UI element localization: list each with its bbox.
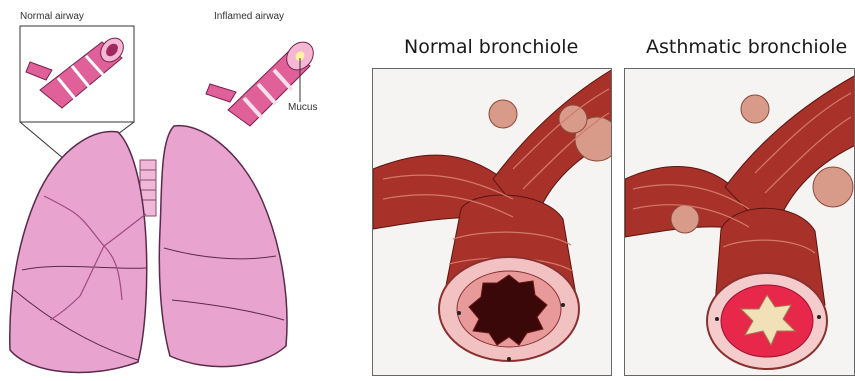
normal-airway-label: Normal airway [20, 11, 84, 22]
lungs-illustration: Normal airway Inflamed airway Mucus [0, 0, 340, 381]
normal-bronchiole-title: Normal bronchiole [404, 36, 578, 58]
asthmatic-bronchiole-panel [624, 68, 855, 376]
inflamed-airway-label: Inflamed airway [214, 11, 284, 22]
left-lung [10, 132, 147, 373]
lungs-svg [0, 0, 340, 381]
asthmatic-bronchiole-svg [625, 69, 855, 376]
mucus-label: Mucus [288, 102, 317, 113]
normal-bronchiole-panel [372, 68, 612, 376]
asthmatic-bronchiole-title: Asthmatic bronchiole [646, 36, 847, 58]
normal-bronchiole-svg [373, 69, 612, 376]
right-lung [159, 126, 287, 367]
